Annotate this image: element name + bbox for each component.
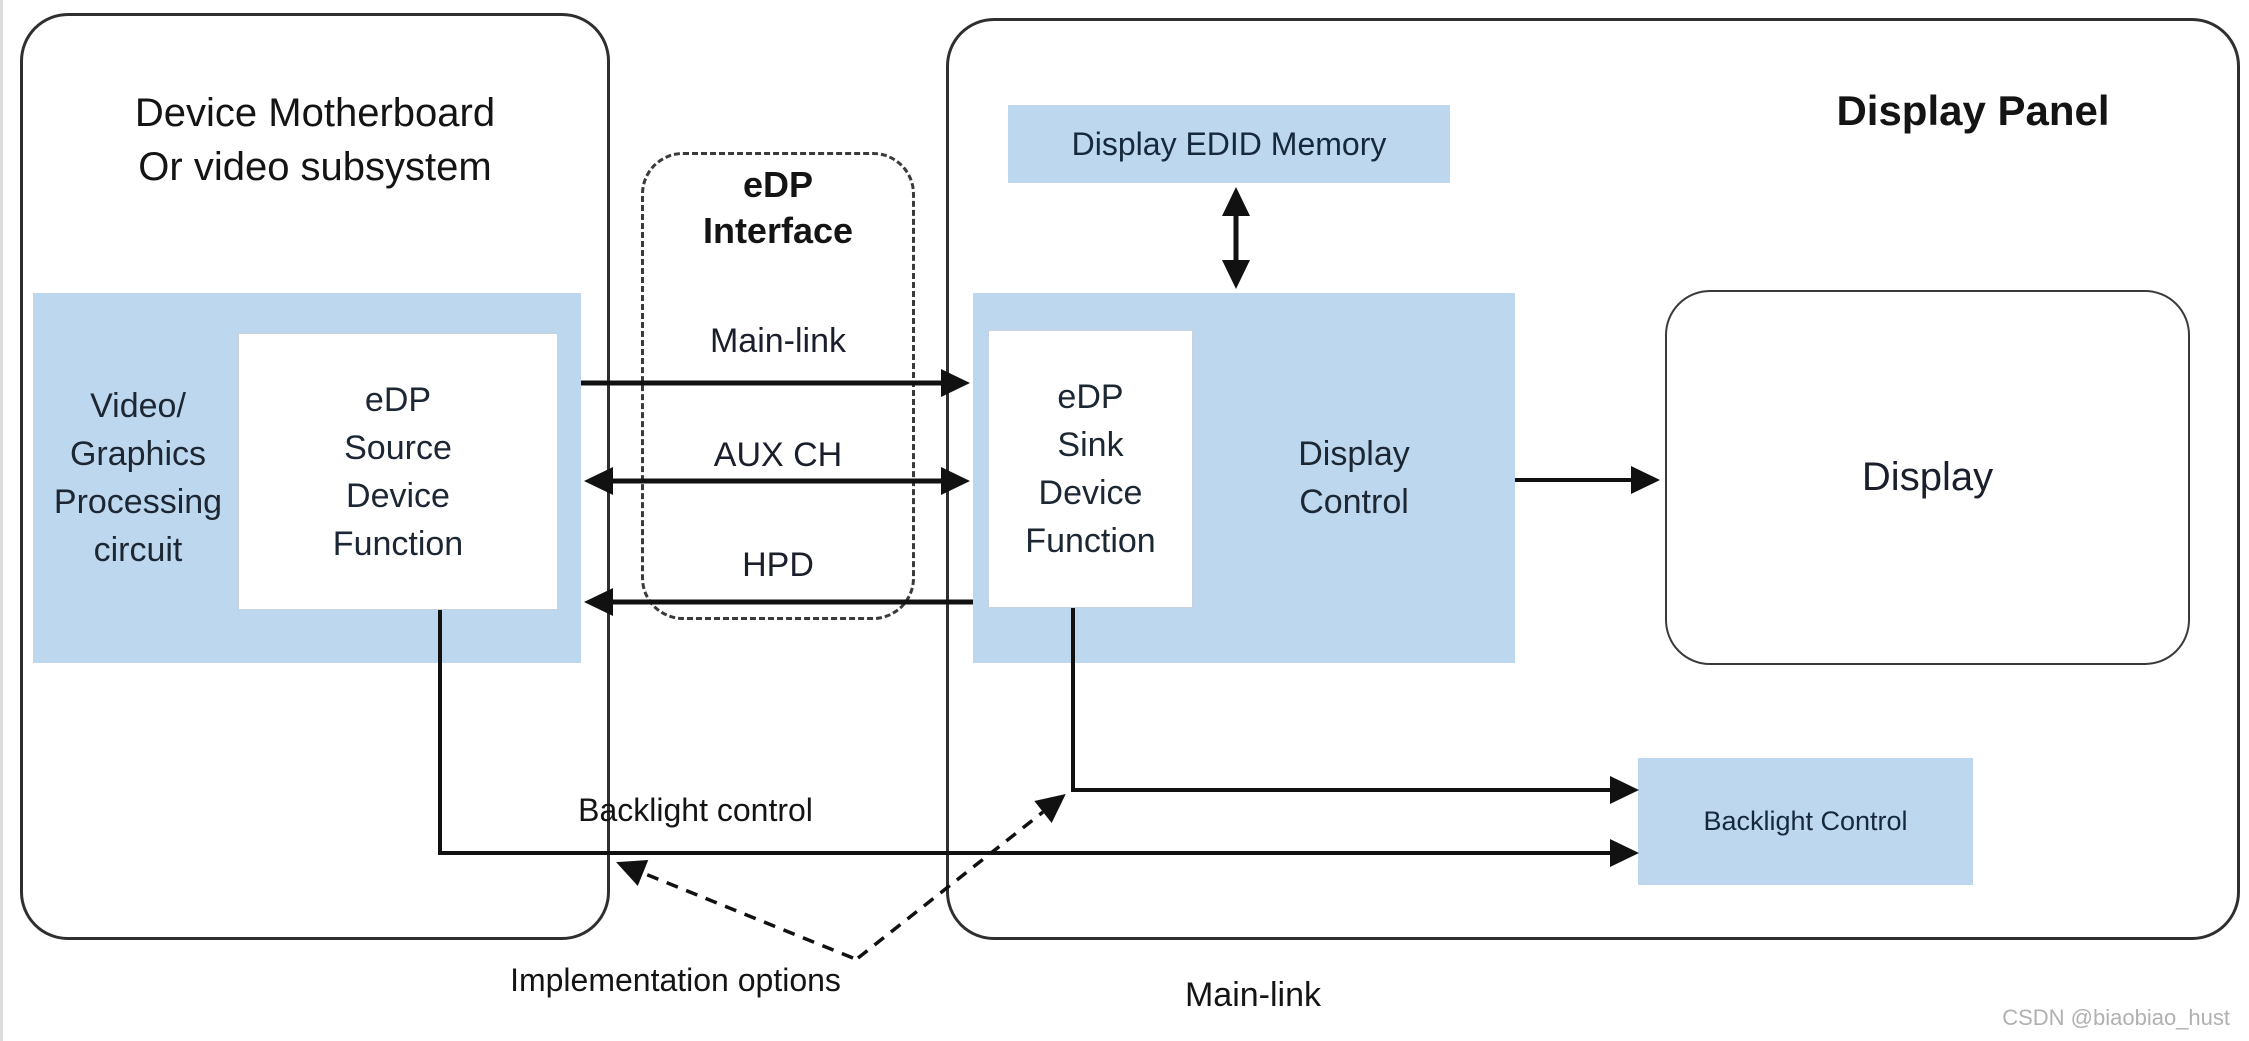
display-control-line2: Control [1299, 483, 1409, 521]
backlight-control-annotation: Backlight control [578, 792, 813, 828]
edp-interface-title-line2: Interface [702, 210, 854, 251]
display-control-line1: Display [1298, 435, 1410, 473]
display-box: Display [1665, 290, 2190, 665]
motherboard-title-line2: Or video subsystem [138, 145, 492, 189]
source-line: Function [332, 524, 464, 563]
csdn-watermark: CSDN @biaobiao_hust [2002, 1005, 2230, 1030]
edp-source-device-function-box: eDP Source Device Function [238, 333, 558, 610]
sink-line: Device [1038, 474, 1143, 512]
video-graphics-processing-label: Video/ Graphics Processing circuit [33, 293, 243, 663]
processing-line: circuit [93, 531, 183, 569]
motherboard-title: Device Motherboard Or video subsystem [20, 86, 610, 194]
backlight-control-box: Backlight Control [1638, 758, 1973, 885]
display-edid-memory-box: Display EDID Memory [1008, 105, 1450, 183]
display-panel-title: Display Panel [1836, 87, 2110, 134]
signal-label-main-link: Main-link [709, 322, 847, 360]
main-link-bottom-label: Main-link [1184, 976, 1322, 1014]
motherboard-title-line1: Device Motherboard [134, 91, 496, 135]
backlight-control-box-label: Backlight Control [1703, 806, 1908, 836]
source-line: eDP [364, 380, 432, 419]
implementation-option-arrow-left [616, 860, 854, 960]
display-control-label: Display Control [1193, 293, 1515, 663]
sink-line: Sink [1057, 426, 1124, 464]
display-edid-memory-label: Display EDID Memory [1071, 125, 1387, 162]
display-box-label: Display [1861, 455, 1994, 499]
processing-line: Processing [53, 483, 223, 521]
sink-line: eDP [1057, 378, 1124, 416]
edp-interface-title: eDP Interface [641, 162, 915, 254]
signal-label-aux-ch: AUX CH [713, 436, 843, 474]
edp-interface-title-line1: eDP [742, 164, 814, 205]
signal-label-hpd: HPD [742, 546, 814, 584]
source-line: Device [346, 476, 450, 515]
implementation-options-label: Implementation options [510, 962, 841, 998]
sink-line: Function [1025, 522, 1156, 560]
processing-line: Video/ [90, 387, 186, 425]
source-line: Source [344, 428, 452, 467]
edp-sink-device-function-box: eDP Sink Device Function [988, 330, 1193, 608]
processing-line: Graphics [69, 435, 207, 473]
